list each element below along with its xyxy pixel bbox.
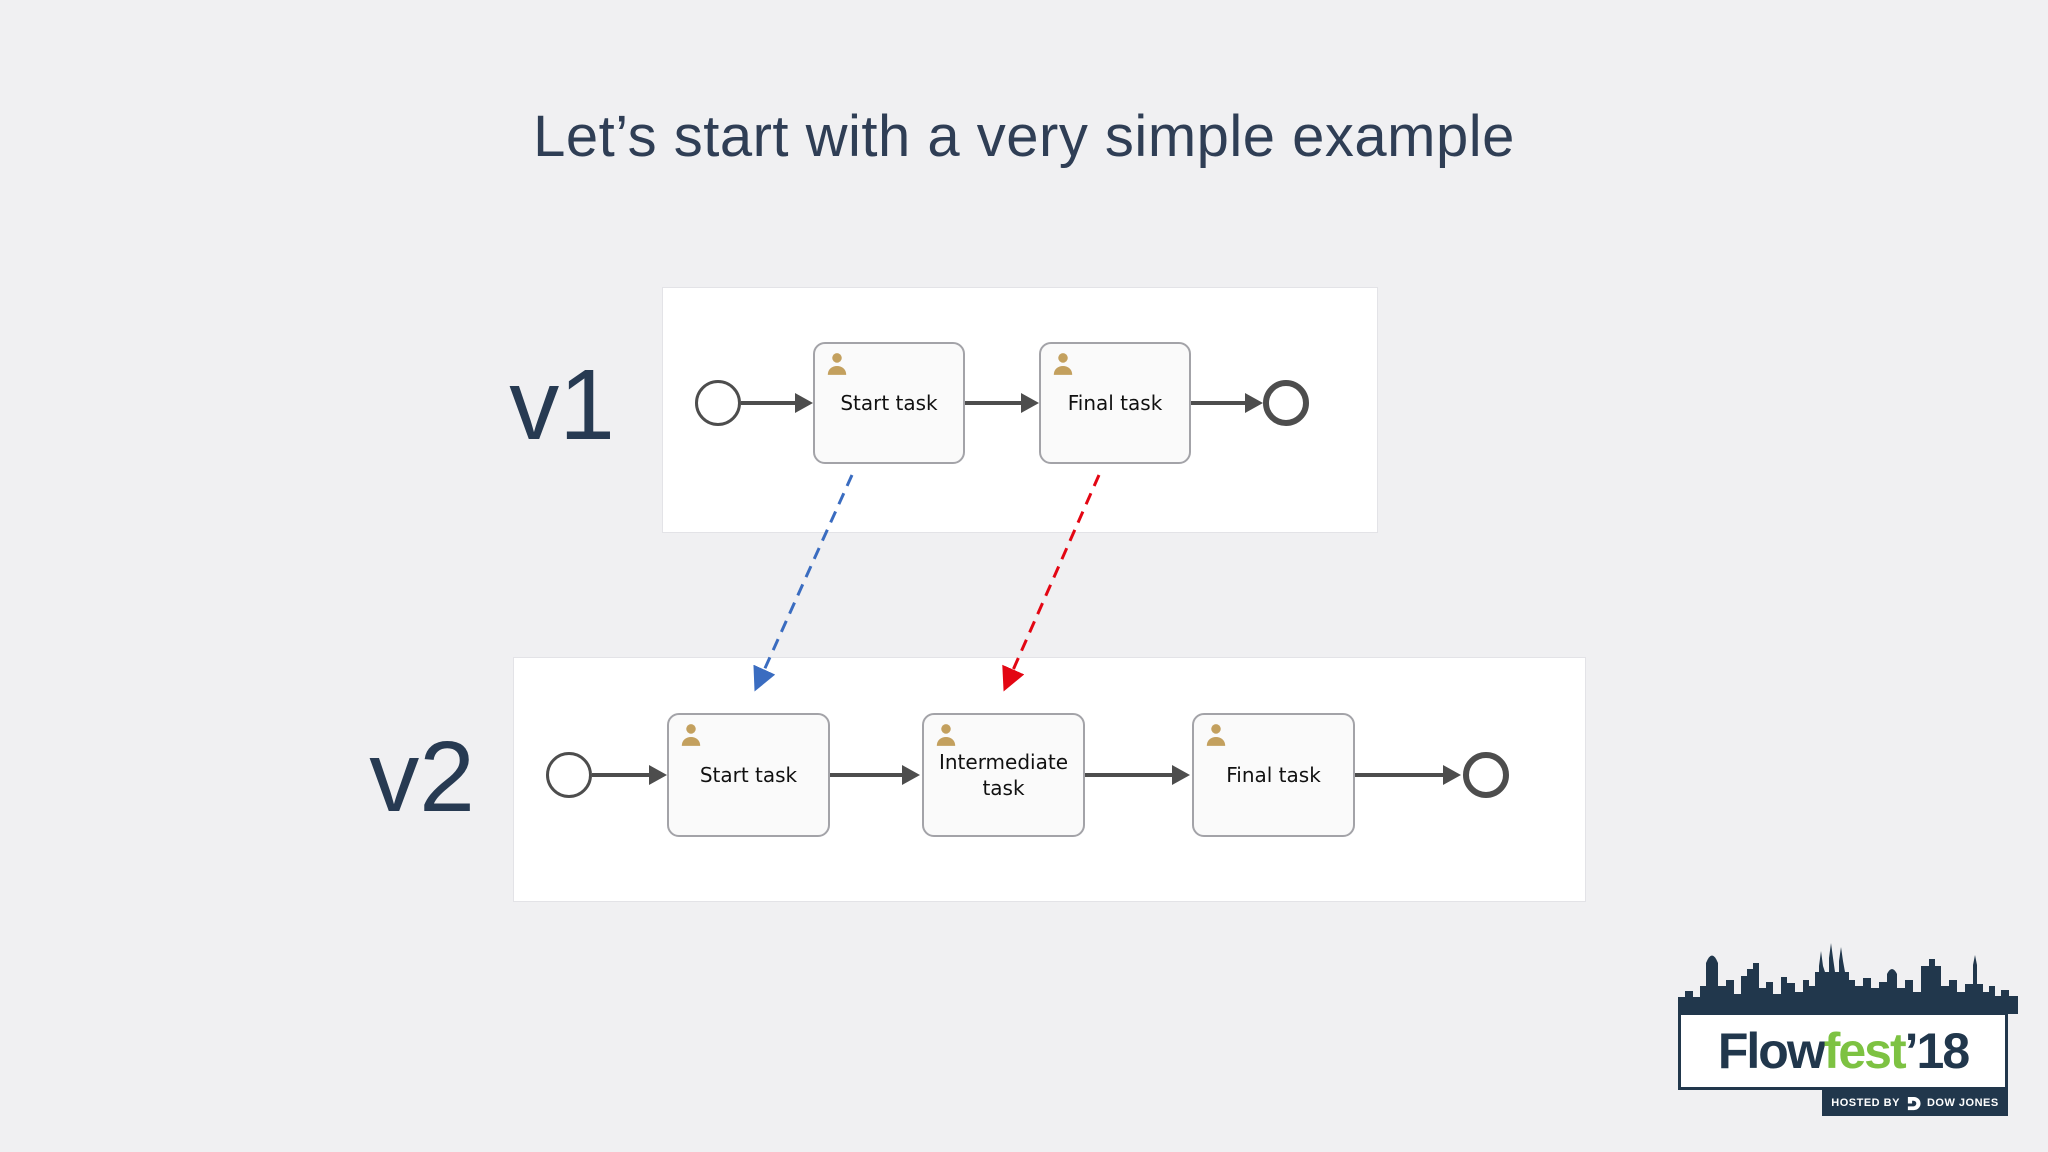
task-box-v2-intermediate: Intermediate task xyxy=(922,713,1085,837)
sequence-flow-arrowhead-icon xyxy=(1172,765,1190,785)
sequence-flow-line xyxy=(592,773,651,777)
sequence-flow-line xyxy=(1085,773,1174,777)
sequence-flow-line xyxy=(965,401,1023,405)
user-icon xyxy=(681,724,701,746)
end-event-circle xyxy=(1463,752,1509,798)
slide-title: Let’s start with a very simple example xyxy=(533,104,1515,169)
process-panel-v2: Start task Intermediate task Final task xyxy=(513,657,1586,902)
task-box-v2-start: Start task xyxy=(667,713,830,837)
sequence-flow-arrowhead-icon xyxy=(902,765,920,785)
version-label-v1: v1 xyxy=(509,349,615,461)
task-label: Final task xyxy=(1067,391,1163,415)
user-icon xyxy=(827,353,847,375)
sequence-flow-line xyxy=(1355,773,1445,777)
user-icon xyxy=(1053,353,1073,375)
version-label-v2: v2 xyxy=(369,721,475,833)
sequence-flow-line xyxy=(1191,401,1247,405)
start-event-circle xyxy=(546,752,592,798)
end-event-circle xyxy=(1263,380,1309,426)
user-icon xyxy=(1206,724,1226,746)
logo-fest-text: fest xyxy=(1823,1023,1907,1079)
sequence-flow-arrowhead-icon xyxy=(1443,765,1461,785)
sequence-flow-arrowhead-icon xyxy=(1245,393,1263,413)
logo-year-text: ’18 xyxy=(1904,1023,1971,1079)
task-label: Intermediate task xyxy=(938,750,1069,800)
start-event-circle xyxy=(695,380,741,426)
sequence-flow-arrowhead-icon xyxy=(795,393,813,413)
task-label: Start task xyxy=(840,391,938,415)
sequence-flow-line xyxy=(830,773,904,777)
process-panel-v1: Start task Final task xyxy=(662,287,1378,533)
task-box-v2-final: Final task xyxy=(1192,713,1355,837)
user-icon xyxy=(936,724,956,746)
logo-flow-text: Flow xyxy=(1717,1023,1826,1079)
hosted-by-text: HOSTED BY xyxy=(1831,1097,1900,1109)
sequence-flow-arrowhead-icon xyxy=(649,765,667,785)
barcelona-skyline-icon xyxy=(1678,943,2018,1014)
task-label: Start task xyxy=(699,763,798,787)
task-box-v1-start: Start task xyxy=(813,342,965,464)
sequence-flow-line xyxy=(741,401,797,405)
dow-jones-text: DOW JONES xyxy=(1926,1097,1999,1109)
sequence-flow-arrowhead-icon xyxy=(1021,393,1039,413)
hosted-by-bar: HOSTED BY DOW JONES xyxy=(1822,1090,2008,1116)
task-box-v1-final: Final task xyxy=(1039,342,1191,464)
dow-jones-icon xyxy=(1907,1096,1921,1110)
task-label: Final task xyxy=(1226,763,1321,787)
